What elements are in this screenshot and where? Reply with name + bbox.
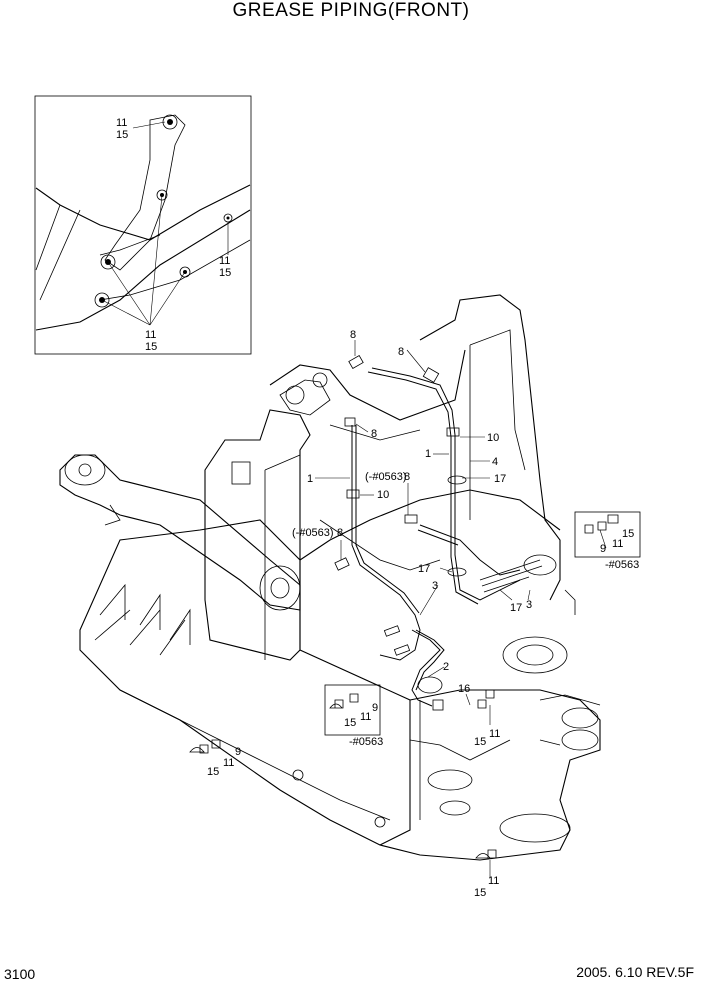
callout-1: 1 xyxy=(307,473,313,485)
grease-nipple-icon xyxy=(156,189,168,201)
callout-15: 15 xyxy=(219,267,231,279)
callouts: 8 8 8 10 1 4 (-#0563) 8 17 1 10 (-#0563)… xyxy=(207,329,639,899)
page-title: GREASE PIPING(FRONT) xyxy=(232,0,470,21)
callout-17: 17 xyxy=(418,563,430,575)
callout-16: 16 xyxy=(458,683,470,695)
callout-10: 10 xyxy=(377,489,389,501)
callout-9: 9 xyxy=(372,702,378,714)
grease-nipple-icon xyxy=(162,114,178,130)
callout-15: 15 xyxy=(622,528,634,540)
callout-2: 2 xyxy=(443,661,449,673)
callout-15: 15 xyxy=(207,766,219,778)
callout-15: 15 xyxy=(116,129,128,141)
callout-15: 15 xyxy=(474,887,486,899)
inset-frame xyxy=(34,95,252,355)
callout-8: 8 xyxy=(398,346,404,358)
fitting-group-16 xyxy=(477,689,495,709)
grease-nipple-icon xyxy=(179,266,191,278)
callout-0563: -#0563 xyxy=(349,736,383,748)
fitting-group-left xyxy=(189,739,221,754)
callout-9: 9 xyxy=(600,543,606,555)
callout-3: 3 xyxy=(526,599,532,611)
callout-15: 15 xyxy=(145,341,157,353)
callout-11: 11 xyxy=(489,728,500,740)
callout-8: 8 xyxy=(371,428,377,440)
callout-8: 8 xyxy=(337,527,343,539)
callout-4: 4 xyxy=(492,456,498,468)
callout-17: 17 xyxy=(494,473,506,485)
callout-11: 11 xyxy=(223,757,234,769)
callout-11: 11 xyxy=(116,117,127,129)
callout-11: 11 xyxy=(612,538,623,550)
leader-lines xyxy=(315,340,607,878)
callout-0563: -#0563 xyxy=(605,559,639,571)
callout-15: 15 xyxy=(474,736,486,748)
callout-15: 15 xyxy=(344,717,356,729)
fitting-group-right xyxy=(574,511,641,558)
callout-17: 17 xyxy=(510,602,522,614)
callout-0563: (-#0563) xyxy=(292,527,334,539)
callout-1: 1 xyxy=(425,448,431,460)
front-frame-drawing xyxy=(59,294,601,861)
fitting-box xyxy=(574,511,641,558)
revision-date: 2005. 6.10 REV.5F xyxy=(576,964,694,980)
callout-8: 8 xyxy=(350,329,356,341)
callout-11: 11 xyxy=(145,329,156,341)
callout-11: 11 xyxy=(219,255,230,267)
callout-11: 11 xyxy=(360,711,371,723)
grease-nipple-icon xyxy=(100,254,116,270)
callout-3: 3 xyxy=(432,580,438,592)
fitting-box xyxy=(324,684,381,736)
callout-11: 11 xyxy=(488,875,499,887)
callout-9: 9 xyxy=(235,746,241,758)
fitting-group-bottom xyxy=(475,849,497,859)
callout-8: 8 xyxy=(404,471,410,483)
page-number: 3100 xyxy=(4,966,36,982)
fitting-group-middle xyxy=(324,684,381,736)
inset-detail: 11 15 11 15 11 15 xyxy=(34,95,252,355)
callout-10: 10 xyxy=(487,432,499,444)
grease-nipple-icon xyxy=(94,292,110,308)
grease-pipes xyxy=(334,354,543,711)
callout-0563: (-#0563) xyxy=(365,471,407,483)
